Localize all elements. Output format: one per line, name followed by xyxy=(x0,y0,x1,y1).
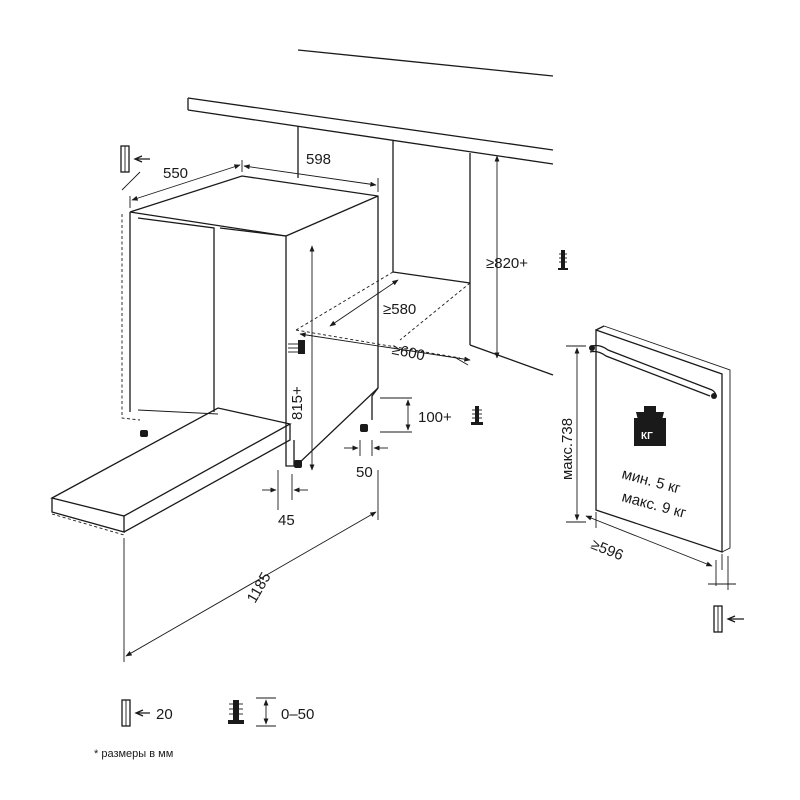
foot-icon-plinth xyxy=(471,406,483,425)
open-door xyxy=(50,407,368,536)
dim-niche-depth-outer-label: ≥600 xyxy=(390,341,426,365)
dim-niche-depth-600 xyxy=(299,332,471,366)
gap-icon-top xyxy=(120,145,150,191)
mount-bracket-icon xyxy=(288,340,305,354)
dim-plinth-height xyxy=(380,397,412,433)
dishwasher-body xyxy=(121,175,379,467)
dim-width-label: 598 xyxy=(306,151,331,168)
dim-width-598 xyxy=(243,164,379,192)
dim-plinth-recess xyxy=(344,440,388,456)
dim-plinth-recess-label: 50 xyxy=(356,464,373,481)
countertop xyxy=(187,49,554,165)
dim-plinth-height-label: 100+ xyxy=(418,409,452,426)
footnote: * размеры в мм xyxy=(94,748,173,760)
weight-badge: КГ xyxy=(641,431,653,442)
dim-panel-height-label: макс.738 xyxy=(559,418,576,480)
dim-panel-height xyxy=(566,345,586,523)
gap-icon-panel xyxy=(708,556,744,633)
weight-icon xyxy=(634,406,666,446)
legend-feet-range: 0–50 xyxy=(281,706,314,723)
dim-depth-550 xyxy=(129,160,243,208)
dim-niche-height-label: ≥820+ xyxy=(486,255,528,272)
dim-panel-width xyxy=(585,512,723,570)
niche-walls xyxy=(295,126,554,376)
dim-foot-offset xyxy=(262,470,308,510)
dim-appliance-height-label: 815+ xyxy=(289,386,306,420)
dim-depth-label: 550 xyxy=(163,165,188,182)
legend-gap-icon xyxy=(121,699,150,727)
dim-door-open-label: 1185 xyxy=(244,570,275,606)
legend-foot-icon xyxy=(228,697,276,727)
dim-door-open-1185 xyxy=(123,470,379,662)
legend-gap-value: 20 xyxy=(156,706,173,723)
dim-niche-depth-label: ≥580 xyxy=(383,301,416,318)
dim-niche-depth-580 xyxy=(329,279,399,327)
foot-icon-niche xyxy=(558,250,568,270)
dim-foot-offset-label: 45 xyxy=(278,512,295,529)
door-panel xyxy=(589,325,731,553)
dim-panel-width-label: ≥596 xyxy=(589,536,626,564)
